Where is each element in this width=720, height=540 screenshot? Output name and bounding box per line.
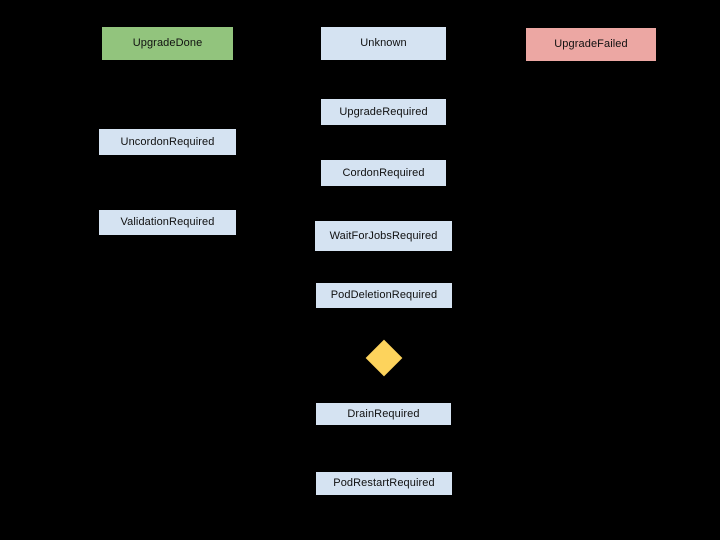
node-unknown[interactable]: Unknown [321,27,446,60]
node-pod-restart-required[interactable]: PodRestartRequired [316,472,452,495]
node-label-pod-deletion-required: PodDeletionRequired [330,289,438,301]
node-label-upgrade-required: UpgradeRequired [339,105,428,118]
node-label-wait-for-jobs-required: WaitForJobsRequired [329,229,438,242]
node-upgrade-required[interactable]: UpgradeRequired [321,99,446,125]
node-label-uncordon-required: UncordonRequired [120,135,215,148]
node-label-drain-required: DrainRequired [347,407,420,420]
node-label-unknown: Unknown [360,37,407,49]
node-decision-diamond[interactable] [365,339,403,377]
node-pod-deletion-required[interactable]: PodDeletionRequired [316,283,452,308]
node-validation-required[interactable]: ValidationRequired [99,210,236,235]
node-label-upgrade-done: UpgradeDone [132,37,203,49]
node-upgrade-done[interactable]: UpgradeDone [102,27,233,60]
node-uncordon-required[interactable]: UncordonRequired [99,129,236,155]
node-label-validation-required: ValidationRequired [120,216,215,228]
node-label-pod-restart-required: PodRestartRequired [333,477,435,489]
node-wait-for-jobs-required[interactable]: WaitForJobsRequired [315,221,452,251]
node-label-cordon-required: CordonRequired [342,166,425,179]
node-upgrade-failed[interactable]: UpgradeFailed [526,28,656,61]
node-drain-required[interactable]: DrainRequired [316,403,451,425]
node-label-upgrade-failed: UpgradeFailed [554,38,628,50]
node-cordon-required[interactable]: CordonRequired [321,160,446,186]
